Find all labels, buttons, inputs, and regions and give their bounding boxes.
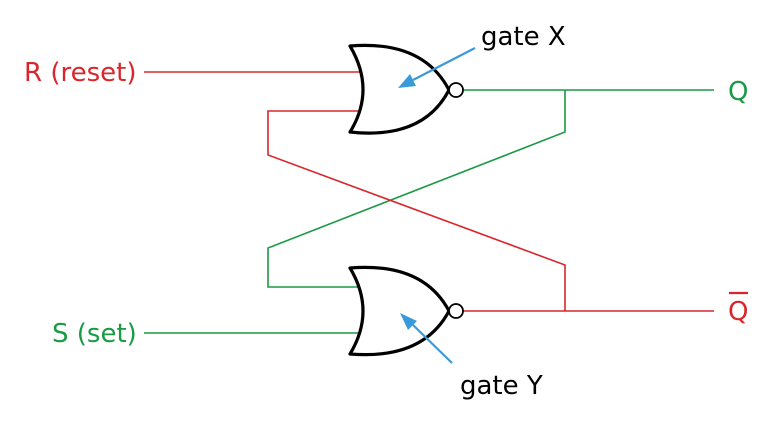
gate-y-body — [348, 265, 451, 357]
gate-y-callout-arrow — [400, 313, 453, 364]
gate-y-nor — [348, 265, 464, 357]
q-feedback-wire — [267, 90, 566, 288]
q-bar-output: Q — [728, 291, 748, 327]
q-bar-output-label: Q — [728, 297, 748, 327]
gate-y-label: gate Y — [460, 371, 543, 401]
gate-x-label: gate X — [481, 22, 566, 52]
gate-y-inverter-bubble — [448, 303, 464, 319]
r-input-label: R (reset) — [24, 58, 136, 88]
q-output-label: Q — [728, 77, 748, 107]
gate-x-callout-arrow — [398, 47, 476, 88]
q-bar-feedback-wire — [267, 110, 566, 311]
gate-x-nor — [348, 43, 464, 135]
wires — [144, 71, 714, 334]
s-input-label: S (set) — [52, 319, 137, 349]
gate-x-body — [348, 43, 451, 135]
gate-x-inverter-bubble — [448, 82, 464, 98]
